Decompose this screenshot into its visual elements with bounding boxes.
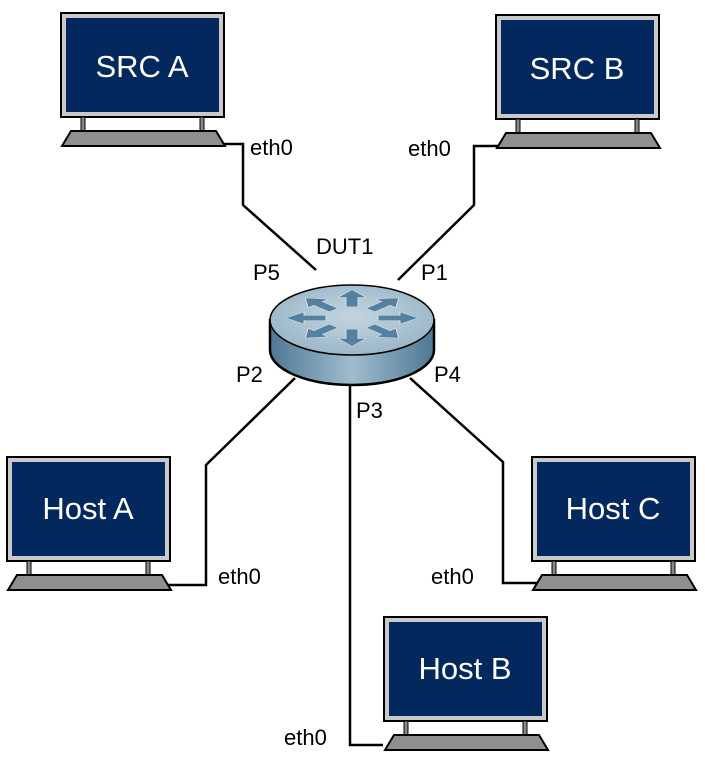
computer-src-a[interactable]: SRC A xyxy=(60,12,227,147)
computer-host-b[interactable]: Host B xyxy=(383,616,550,751)
monitor-screen xyxy=(389,622,542,716)
keyboard-icon xyxy=(495,132,662,149)
switch-dut1[interactable] xyxy=(268,284,436,387)
link-host-c xyxy=(409,377,538,585)
links xyxy=(166,142,538,747)
node-label: Host B xyxy=(418,651,511,686)
keyboard-icon xyxy=(531,574,698,591)
monitor-screen xyxy=(66,18,219,112)
monitor-screen xyxy=(501,20,654,114)
node-label: Host C xyxy=(566,491,661,526)
link-src-b xyxy=(397,144,500,281)
iface-label-src-b: eth0 xyxy=(408,136,451,161)
port-label-p1: P1 xyxy=(421,260,448,285)
computer-host-a[interactable]: Host A xyxy=(6,456,173,591)
port-label-p5: P5 xyxy=(253,260,280,285)
computer-src-b[interactable]: SRC B xyxy=(495,14,662,149)
link-src-a xyxy=(222,142,317,271)
keyboard-icon xyxy=(383,734,550,751)
port-label-p4: P4 xyxy=(434,362,461,387)
link-host-a xyxy=(166,377,296,587)
monitor-screen xyxy=(537,462,690,556)
port-label-p2: P2 xyxy=(236,362,263,387)
computer-host-c[interactable]: Host C xyxy=(531,456,698,591)
iface-label-host-c: eth0 xyxy=(431,564,474,589)
iface-label-host-a: eth0 xyxy=(218,564,261,589)
keyboard-icon xyxy=(6,574,173,591)
node-label: SRC B xyxy=(530,51,625,86)
switch-label: DUT1 xyxy=(316,234,373,259)
keyboard-icon xyxy=(60,130,227,147)
iface-label-host-b: eth0 xyxy=(284,725,327,750)
port-label-p3: P3 xyxy=(356,398,383,423)
monitor-screen xyxy=(12,462,165,556)
node-label: SRC A xyxy=(95,49,188,84)
node-label: Host A xyxy=(42,491,134,526)
link-host-b xyxy=(348,383,383,747)
iface-label-src-a: eth0 xyxy=(250,135,293,160)
